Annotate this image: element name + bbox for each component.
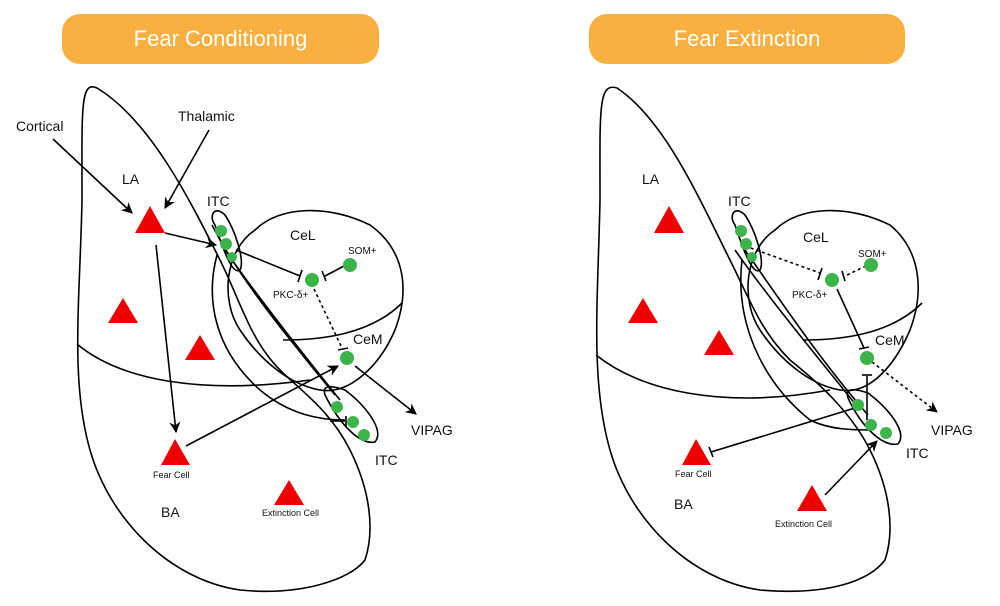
panel-title-fear-extinction: Fear Extinction xyxy=(589,14,905,64)
fear-cell xyxy=(161,439,190,465)
left-cells xyxy=(108,206,370,505)
som-label: SOM+ xyxy=(348,246,377,257)
extinction-cell xyxy=(274,480,304,505)
la-pyramidal-cell xyxy=(628,298,658,323)
cem-label: CeM xyxy=(875,332,905,348)
la-pyramidal-cell xyxy=(654,206,684,233)
som-to-pkc-dashed-inhibition xyxy=(844,265,867,277)
la-pyramidal-cell xyxy=(108,298,138,323)
itc-tract xyxy=(734,249,869,416)
cem-to-vipag-dashed-arrow xyxy=(871,361,938,413)
la-label: LA xyxy=(122,171,140,187)
fear-cell-label: Fear Cell xyxy=(153,470,190,480)
itc-to-fear-cell-inhibition xyxy=(710,407,856,453)
cem-label: CeM xyxy=(353,331,383,347)
itc-neuron xyxy=(865,419,877,431)
inhibition-bar xyxy=(321,270,327,282)
fear-cell-label: Fear Cell xyxy=(675,469,712,479)
central-amygdala-outline xyxy=(227,209,404,392)
itc-neuron xyxy=(735,225,747,237)
cel-cem-border xyxy=(282,302,403,341)
cortical-label: Cortical xyxy=(16,118,63,134)
la-ba-border xyxy=(595,354,831,399)
basolateral-amygdala-outline xyxy=(595,86,891,593)
cem-to-vipag-arrow xyxy=(354,365,417,415)
right-cells xyxy=(628,206,892,511)
pkc-delta-label: PKC-δ+ xyxy=(792,290,827,301)
inhibition-bar xyxy=(708,446,714,458)
cel-label: CeL xyxy=(290,227,316,243)
extinction-cell-to-itc-arrow xyxy=(824,440,878,496)
itc-neuron xyxy=(331,401,343,413)
la-ba-border xyxy=(76,343,311,387)
itc-bottom-outline xyxy=(846,388,902,445)
central-amygdala-outline xyxy=(747,209,919,392)
ba-label: BA xyxy=(161,504,180,520)
cel-cem-border xyxy=(802,302,923,341)
extinction-cell-label: Extinction Cell xyxy=(262,508,319,518)
itc-neuron xyxy=(220,238,232,250)
itc-top-label: ITC xyxy=(728,193,751,209)
itc-neuron xyxy=(215,225,227,237)
itc-neuron xyxy=(347,416,359,428)
la-label: LA xyxy=(642,171,660,187)
itc-neuron xyxy=(747,252,757,262)
inhibition-bar xyxy=(297,269,303,283)
cel-label: CeL xyxy=(803,229,829,245)
ba-label: BA xyxy=(674,496,693,512)
right-connections xyxy=(708,245,938,496)
som-label: SOM+ xyxy=(858,249,887,260)
itc-neuron xyxy=(740,238,752,250)
left-connections xyxy=(52,129,417,447)
itc-bottom-label: ITC xyxy=(375,452,398,468)
extinction-cell xyxy=(797,485,827,511)
la-pyramidal-cell xyxy=(185,335,215,360)
panel-fear-extinction xyxy=(595,86,923,593)
itc-to-pkc-inhibition xyxy=(235,249,301,277)
la-pyramidal-cell xyxy=(135,206,165,233)
la-pyramidal-cell xyxy=(704,330,734,355)
basolateral-amygdala-outline xyxy=(76,86,371,593)
itc-neuron xyxy=(852,399,864,411)
som-neuron xyxy=(864,258,878,272)
fear-cell-to-cem-arrow xyxy=(185,365,339,447)
capsule-outline xyxy=(211,254,346,421)
pkc-delta-label: PKC-δ+ xyxy=(273,290,308,301)
inhibition-bar xyxy=(841,270,846,282)
itc-neuron xyxy=(227,252,237,262)
extinction-cell-label: Extinction Cell xyxy=(775,519,832,529)
cortical-arrow xyxy=(52,138,133,214)
pkc-delta-neuron xyxy=(305,273,319,287)
inhibition-bar xyxy=(337,347,349,351)
pkc-to-cem-inhibition xyxy=(313,288,343,349)
la-to-fear-cell-arrow xyxy=(155,244,181,434)
panel-title-fear-conditioning: Fear Conditioning xyxy=(62,14,379,64)
thalamic-arrow xyxy=(164,129,210,209)
itc-bottom-outline xyxy=(323,385,379,443)
itc-neuron xyxy=(880,427,892,439)
som-to-pkc-inhibition xyxy=(324,265,345,277)
cem-neuron xyxy=(340,351,354,365)
itc-to-pkc-dashed-inhibition xyxy=(744,245,821,274)
itc-top-label: ITC xyxy=(207,193,230,209)
vipag-label: VIPAG xyxy=(411,422,453,438)
la-to-itc-arrow xyxy=(164,232,218,249)
pkc-to-cem-inhibition xyxy=(836,288,865,349)
capsule-outline xyxy=(740,259,871,431)
fear-cell xyxy=(682,439,711,465)
vipag-label: VIPAG xyxy=(931,422,973,438)
thalamic-label: Thalamic xyxy=(178,108,235,124)
itc-neuron xyxy=(358,429,370,441)
inhibition-bar xyxy=(858,346,870,350)
inhibition-bar xyxy=(817,267,823,281)
cem-neuron xyxy=(860,351,874,365)
pkc-delta-neuron xyxy=(825,273,839,287)
som-neuron xyxy=(343,258,357,272)
itc-bottom-label: ITC xyxy=(906,445,929,461)
